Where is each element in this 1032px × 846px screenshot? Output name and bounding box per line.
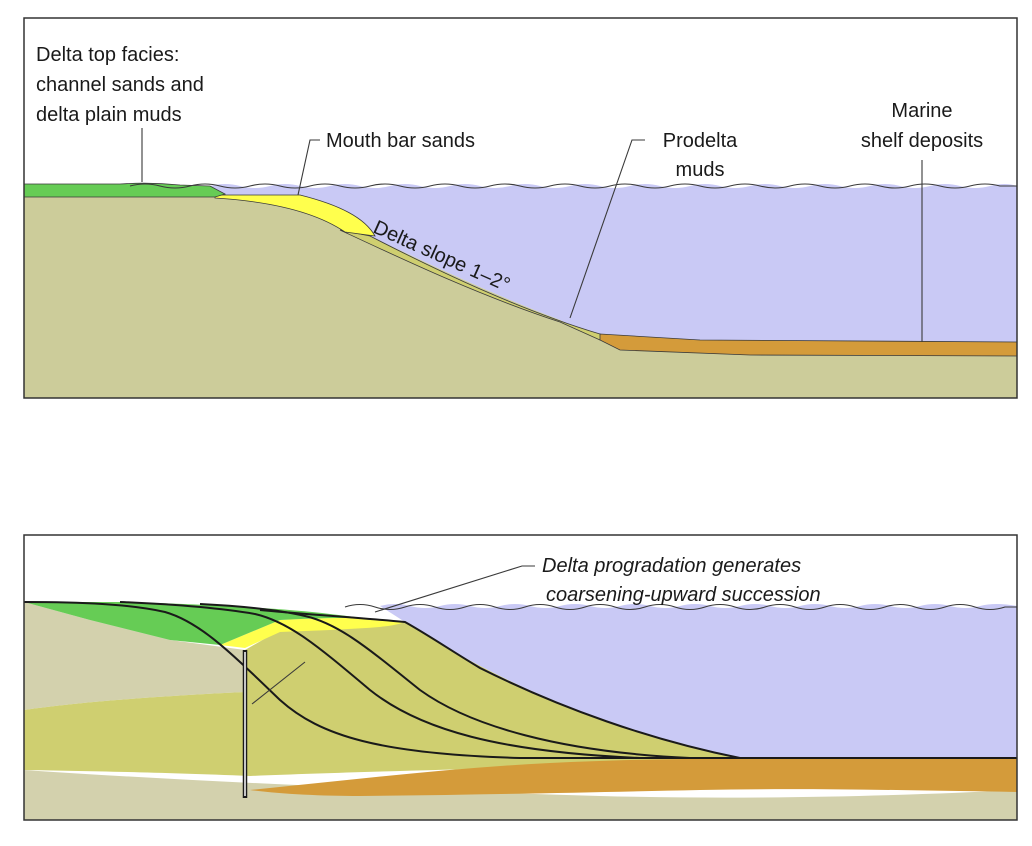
top-panel-frame — [23, 17, 1018, 399]
bottom-marine-shelf — [250, 758, 1017, 796]
bottom-mouth-bar — [220, 618, 405, 648]
leader-progradation — [374, 565, 535, 613]
label-delta-top-1: Delta top facies: — [36, 44, 179, 66]
bottom-sea-surface — [344, 603, 1017, 611]
top-sea-water — [210, 184, 1017, 345]
label-mouth-bar: Mouth bar sands — [326, 130, 475, 152]
leader-prodelta — [569, 139, 645, 319]
label-prodelta-2: muds — [676, 159, 725, 181]
bottom-prodelta — [24, 622, 1017, 776]
clinoform-4 — [259, 609, 741, 759]
bottom-delta-plain — [24, 602, 405, 645]
label-prodelta-1: Prodelta — [663, 130, 738, 152]
label-delta-top-2: channel sands and — [36, 74, 204, 96]
top-marine-shelf — [599, 333, 1018, 357]
clinoform-2 — [119, 601, 641, 759]
top-mouth-bar — [214, 194, 376, 237]
label-marine-1: Marine — [891, 100, 952, 122]
bottom-panel: Delta progradation generates coarsening-… — [23, 534, 1018, 821]
bottom-panel-frame — [23, 534, 1018, 821]
label-delta-top-3: delta plain muds — [36, 104, 182, 126]
label-marine-2: shelf deposits — [861, 130, 983, 152]
leader-mouth-bar — [297, 139, 320, 196]
bottom-sea-water — [380, 604, 1017, 758]
leader-borehole — [251, 661, 306, 705]
bottom-basement-upper — [24, 602, 245, 710]
label-progradation-1: Delta progradation generates — [542, 555, 801, 577]
clinoform-3 — [199, 603, 691, 759]
bottom-basement-lower — [24, 770, 1017, 820]
label-progradation-2: coarsening-upward succession — [546, 584, 821, 606]
top-sea-surface — [129, 183, 1017, 189]
top-panel: Delta top facies: channel sands and delt… — [23, 17, 1018, 399]
top-delta-plain — [23, 182, 227, 198]
